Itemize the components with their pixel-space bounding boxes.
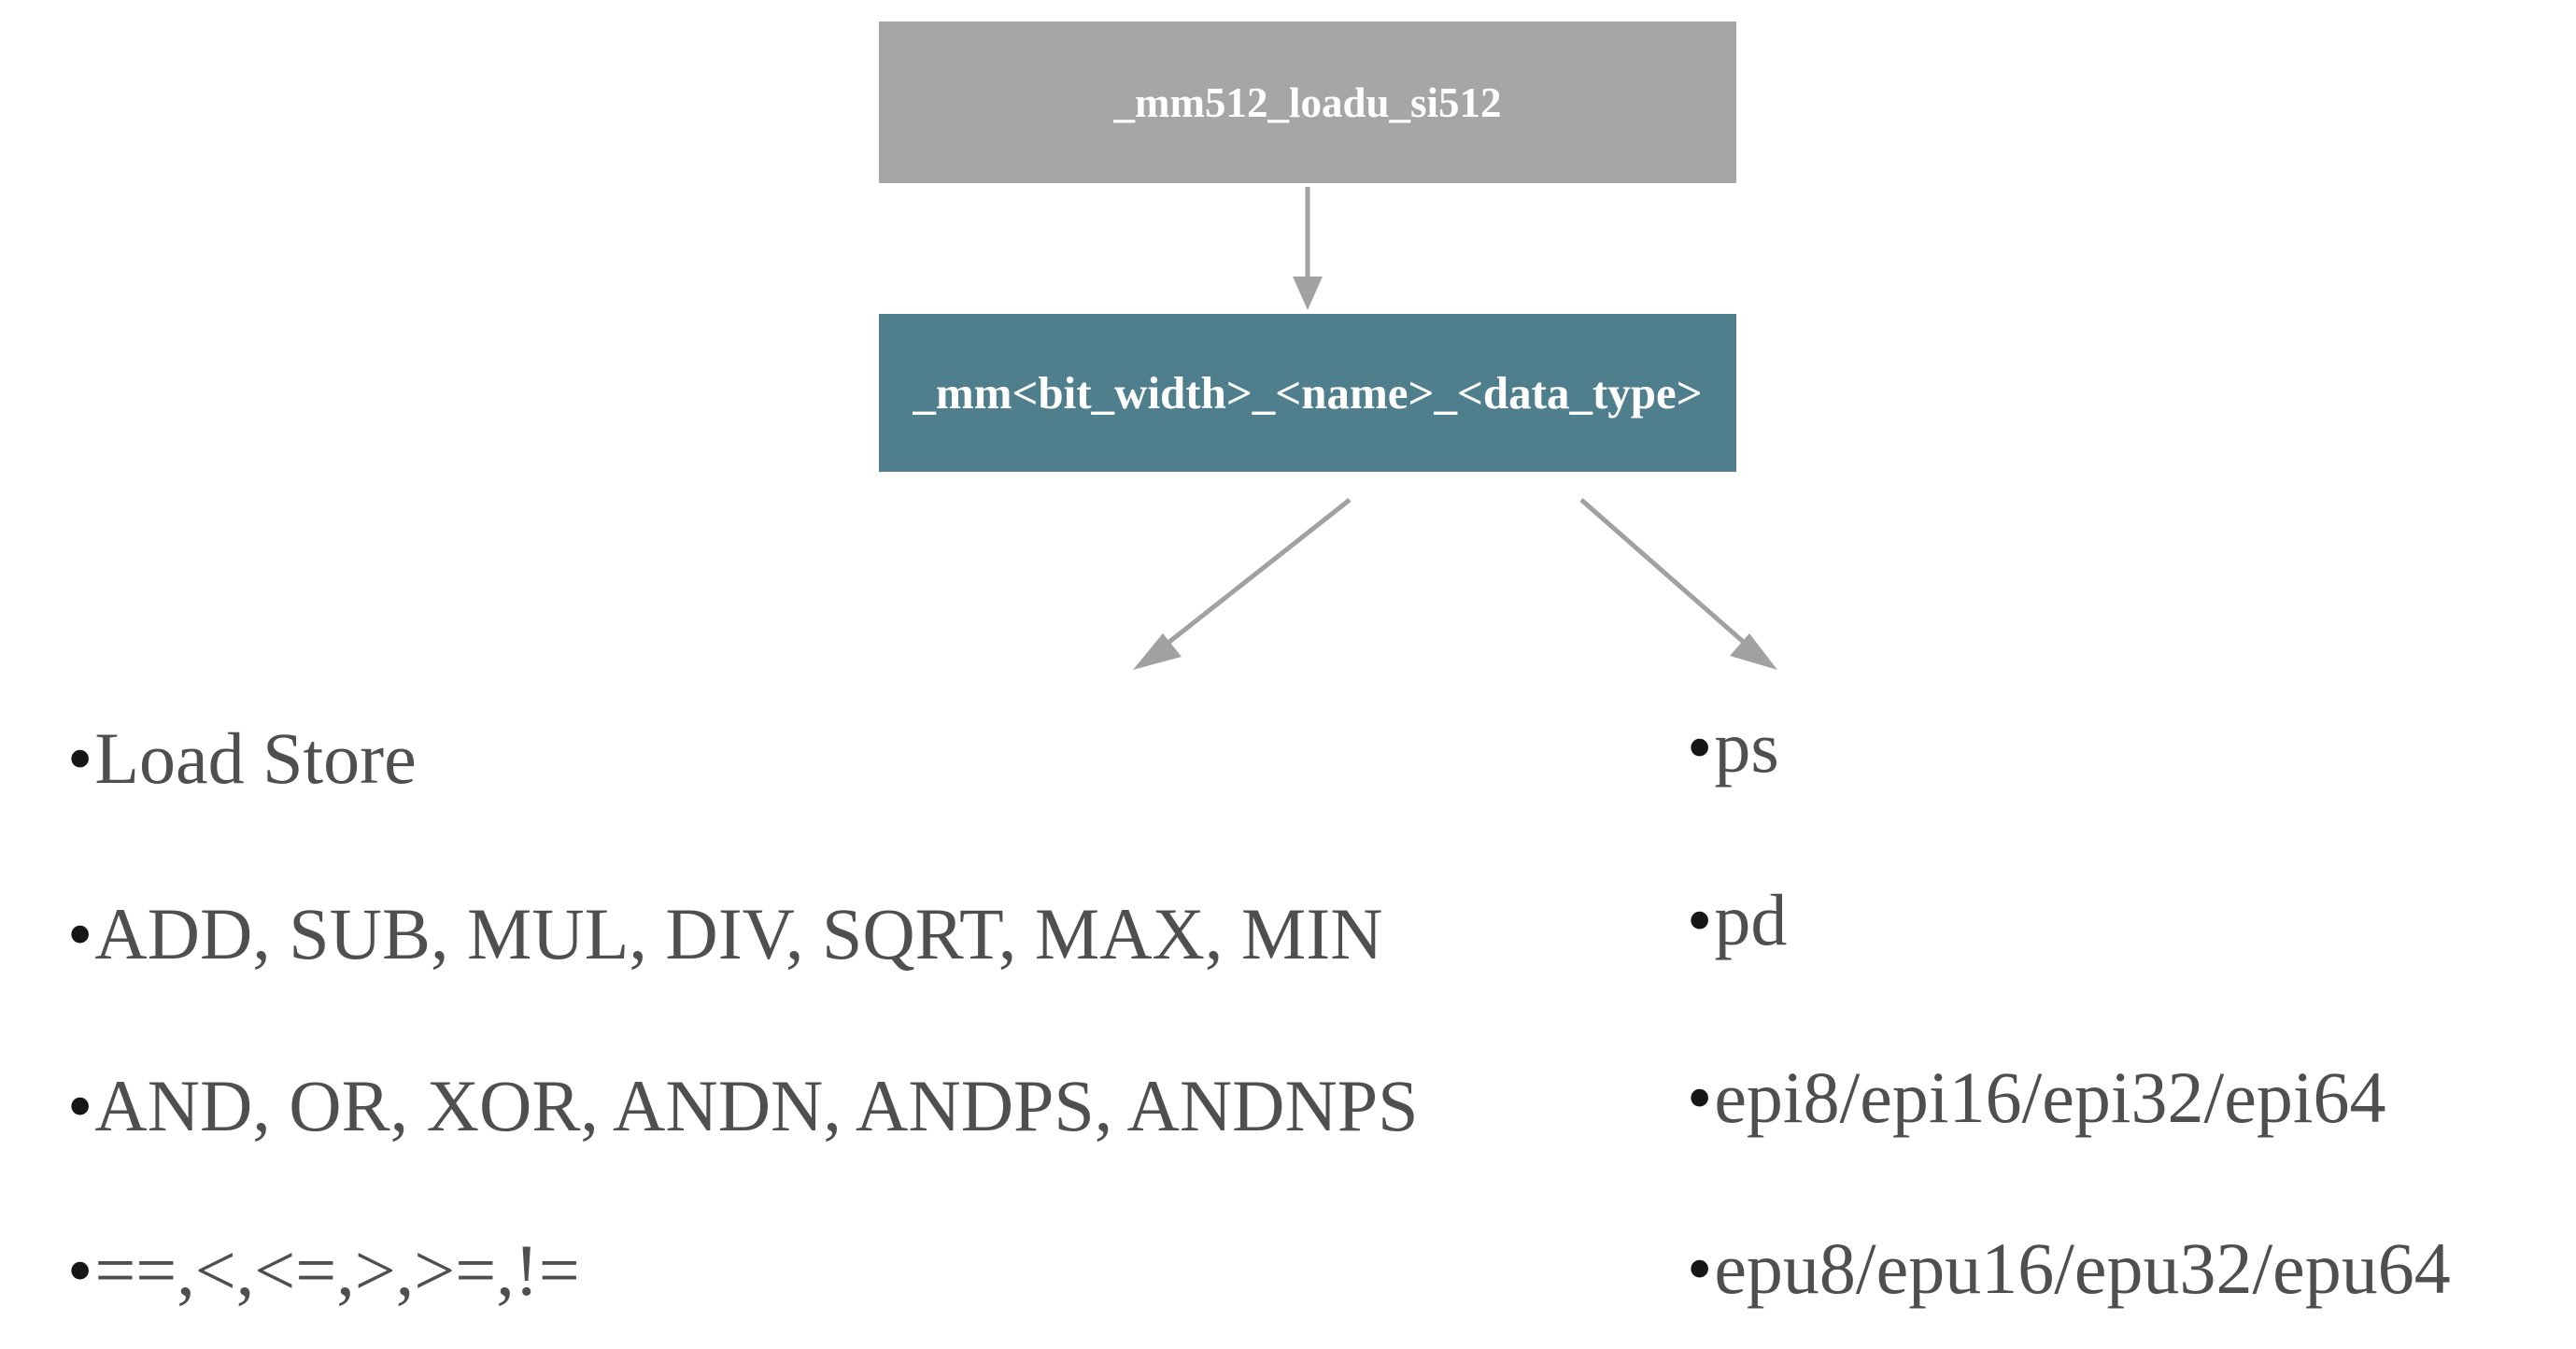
arrow-diagonal-right-icon xyxy=(1579,498,1777,670)
list-item-label: AND, OR, XOR, ANDN, ANDPS, ANDNPS xyxy=(94,1065,1419,1146)
list-item-label: ps xyxy=(1714,706,1779,788)
bullet-dot: • xyxy=(67,893,93,974)
list-item-logical-ops: •AND, OR, XOR, ANDN, ANDPS, ANDNPS xyxy=(67,1070,1419,1143)
bullet-dot: • xyxy=(1687,1228,1713,1309)
list-item-epu-types: •epu8/epu16/epu32/epu64 xyxy=(1687,1232,2451,1305)
list-item-label: epi8/epi16/epi32/epi64 xyxy=(1714,1057,2386,1138)
list-item-comparison-ops: •==,<,<=,>,>=,!= xyxy=(67,1234,580,1307)
bullet-dot: • xyxy=(1687,1057,1713,1138)
list-item-label: pd xyxy=(1714,879,1788,960)
arrow-down-icon xyxy=(1293,187,1323,310)
bullet-dot: • xyxy=(1687,879,1713,960)
root-intrinsic-label: _mm512_loadu_si512 xyxy=(1113,78,1502,126)
list-item-ps: •ps xyxy=(1687,711,1779,784)
list-item-epi-types: •epi8/epi16/epi32/epi64 xyxy=(1687,1061,2386,1134)
list-item-label: ==,<,<=,>,>=,!= xyxy=(94,1229,580,1311)
list-item-label: ADD, SUB, MUL, DIV, SQRT, MAX, MIN xyxy=(94,893,1383,974)
list-item-arithmetic-ops: •ADD, SUB, MUL, DIV, SQRT, MAX, MIN xyxy=(67,898,1383,971)
bullet-dot: • xyxy=(67,1065,93,1146)
naming-pattern-box: _mm<bit_width>_<name>_<data_type> xyxy=(879,314,1736,472)
root-intrinsic-box: _mm512_loadu_si512 xyxy=(879,21,1736,183)
list-item-pd: •pd xyxy=(1687,884,1787,957)
bullet-dot: • xyxy=(1687,706,1713,788)
list-item-load-store: •Load Store xyxy=(67,722,417,795)
bullet-dot: • xyxy=(67,717,93,799)
arrow-diagonal-left-icon xyxy=(1133,498,1352,670)
bullet-dot: • xyxy=(67,1229,93,1311)
list-item-label: Load Store xyxy=(94,717,417,799)
naming-pattern-label: _mm<bit_width>_<name>_<data_type> xyxy=(913,367,1703,419)
list-item-label: epu8/epu16/epu32/epu64 xyxy=(1714,1228,2451,1309)
